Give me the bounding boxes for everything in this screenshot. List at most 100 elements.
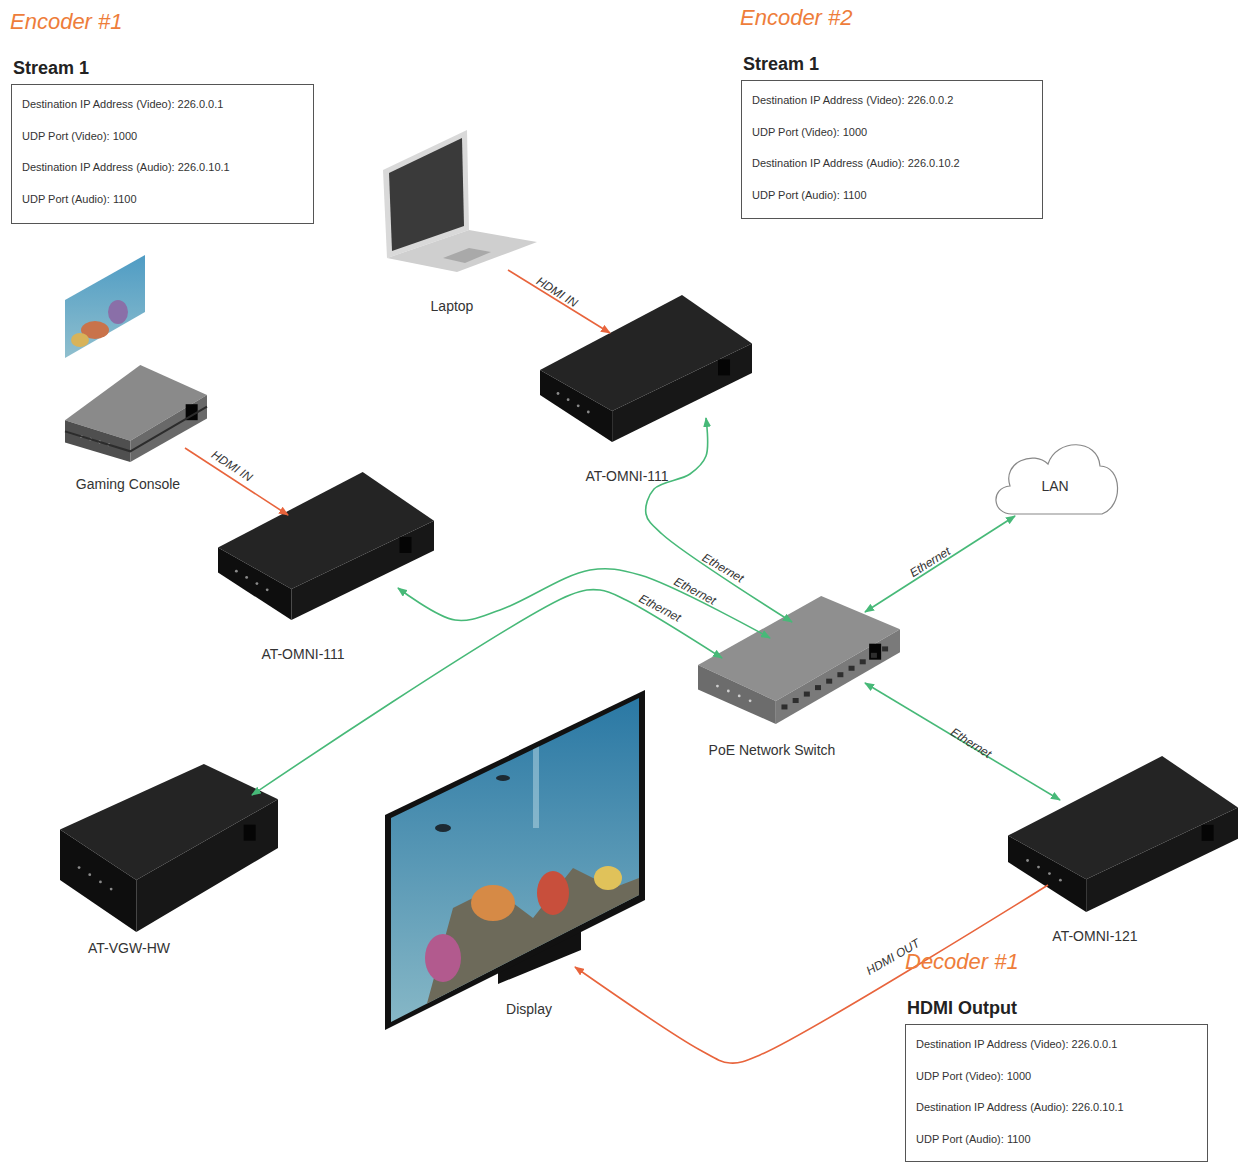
game-picture-coral <box>108 300 128 324</box>
device-led <box>235 570 238 573</box>
connector-arrow <box>185 448 288 515</box>
switch-port <box>815 685 821 690</box>
device-node: Laptop <box>383 130 537 272</box>
device-led <box>1026 859 1029 862</box>
fish <box>435 824 451 832</box>
connection-label: HDMI IN <box>209 448 255 485</box>
box-heading: HDMI Output <box>907 998 1017 1018</box>
device-led <box>577 404 580 407</box>
device-label: AT-OMNI-111 <box>261 645 344 663</box>
box-heading: Stream 1 <box>743 54 819 74</box>
device-led <box>88 873 91 876</box>
connector-arrow <box>252 590 722 795</box>
info-box: HDMI OutputDestination IP Address (Video… <box>905 1024 1208 1162</box>
connection-label: Ethernet <box>948 725 994 761</box>
device-front <box>60 830 136 933</box>
device-front <box>1008 836 1086 912</box>
device-led <box>99 880 102 883</box>
device-shape <box>383 688 647 1034</box>
device-shape <box>1008 756 1238 912</box>
switch-port <box>871 653 877 658</box>
device-label: PoE Network Switch <box>709 741 836 759</box>
setting-line: UDP Port (Audio): 1100 <box>916 1124 1207 1156</box>
connection-label: HDMI IN <box>534 274 580 310</box>
switch-port <box>793 698 799 703</box>
device-label: AT-OMNI-121 <box>1052 927 1137 945</box>
device-led <box>567 398 570 401</box>
device-led <box>749 699 752 702</box>
device-side <box>136 799 278 932</box>
device-node: AT-OMNI-121 <box>1008 756 1238 912</box>
switch-port <box>860 659 866 664</box>
connector-arrow <box>865 683 1060 800</box>
device-shape <box>540 295 752 442</box>
device-led <box>727 690 730 693</box>
reef-coral <box>425 934 461 982</box>
setting-line: UDP Port (Video): 1000 <box>22 121 313 153</box>
setting-line: Destination IP Address (Audio): 226.0.10… <box>752 148 1042 180</box>
connection-label: Ethernet <box>637 591 684 625</box>
device-side <box>291 521 434 620</box>
device-label: Laptop <box>431 297 474 315</box>
display-screen <box>391 698 639 1022</box>
device-node: AT-VGW-HW <box>60 764 278 932</box>
laptop-trackpad <box>443 248 491 263</box>
switch-port <box>826 679 832 684</box>
device-port <box>244 825 256 841</box>
info-box: Stream 1Destination IP Address (Video): … <box>741 80 1043 219</box>
device-side <box>1086 808 1238 913</box>
setting-line: Destination IP Address (Video): 226.0.0.… <box>752 85 1042 117</box>
switch-port <box>781 704 787 709</box>
connector-arrow <box>398 569 770 638</box>
bubbles <box>533 708 539 828</box>
switch-port <box>804 692 810 697</box>
device-label: Display <box>506 1000 552 1018</box>
device-led <box>110 888 113 891</box>
device-role-title: Encoder #2 <box>740 5 853 31</box>
box-heading: Stream 1 <box>13 58 89 78</box>
device-role-title: Encoder #1 <box>10 9 123 35</box>
device-port <box>869 644 881 660</box>
reef-coral <box>471 885 515 921</box>
device-port <box>1202 825 1214 841</box>
device-shape <box>60 764 278 932</box>
reef-rock <box>423 868 639 1028</box>
setting-line: UDP Port (Video): 1000 <box>752 117 1042 149</box>
device-label: AT-VGW-HW <box>88 939 170 957</box>
device-port <box>399 537 411 553</box>
device-shape <box>65 365 207 462</box>
setting-line: Destination IP Address (Audio): 226.0.10… <box>916 1092 1207 1124</box>
setting-line: Destination IP Address (Video): 226.0.0.… <box>916 1029 1207 1061</box>
device-led <box>78 866 81 869</box>
device-node: Gaming Console <box>65 365 207 462</box>
switch-port <box>882 646 888 651</box>
device-led <box>738 695 741 698</box>
display-picture <box>423 708 639 1028</box>
reef-coral <box>594 866 622 890</box>
device-node: AT-OMNI-111 <box>540 295 752 442</box>
reef-coral <box>537 871 569 915</box>
device-shape <box>383 130 537 272</box>
device-front <box>218 548 291 621</box>
console-groove <box>65 407 207 452</box>
device-label: LAN <box>1041 477 1068 495</box>
device-node: PoE Network Switch <box>698 596 900 724</box>
switch-port <box>849 666 855 671</box>
device-label: Gaming Console <box>76 475 180 493</box>
device-shape <box>698 596 900 724</box>
device-side <box>776 629 900 724</box>
device-led <box>245 576 248 579</box>
device-label: AT-OMNI-111 <box>585 467 668 485</box>
connection-label: HDMI OUT <box>864 936 922 978</box>
device-led <box>557 392 560 395</box>
setting-line: UDP Port (Audio): 1100 <box>752 180 1042 212</box>
setting-line: UDP Port (Video): 1000 <box>916 1061 1207 1093</box>
connection-label: Ethernet <box>700 551 746 586</box>
display-bezel <box>385 690 645 1030</box>
connection-label: Ethernet <box>907 544 953 580</box>
connector-arrow <box>646 418 792 622</box>
connection-label: Ethernet <box>672 574 719 608</box>
device-led <box>716 685 719 688</box>
